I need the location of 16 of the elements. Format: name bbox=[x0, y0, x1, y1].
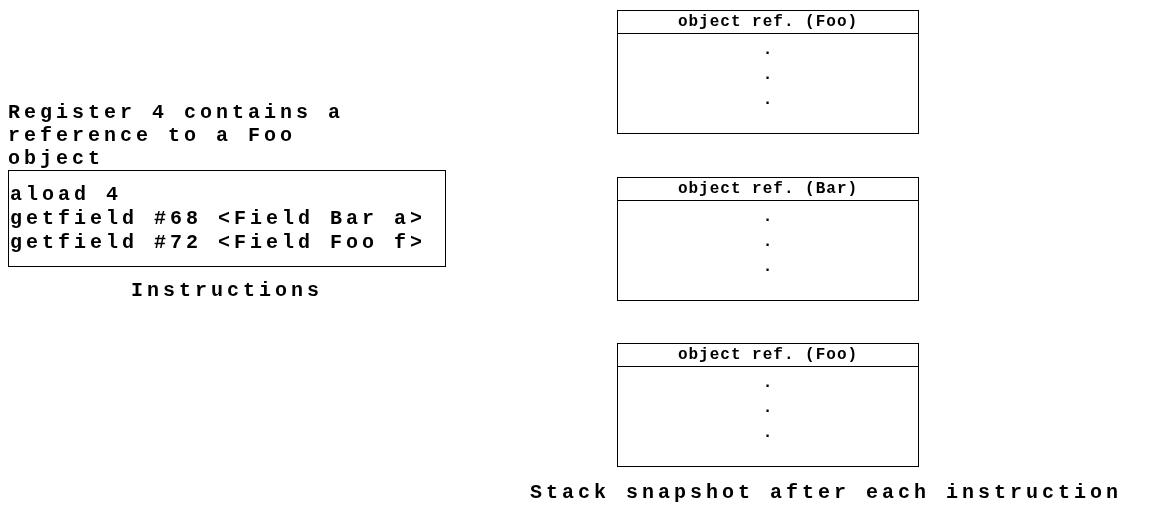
stack-frame bbox=[617, 10, 919, 134]
stack-frame bbox=[617, 177, 919, 301]
ellipsis-dots: . . . bbox=[761, 207, 775, 278]
ellipsis-dots: . . . bbox=[761, 40, 775, 111]
instruction-box bbox=[8, 170, 446, 267]
note-text: Register 4 contains a reference to a Foo object bbox=[8, 101, 346, 170]
ellipsis-dots: . . . bbox=[761, 373, 775, 444]
instruction-line: getfield #72 <Field Foo f> bbox=[10, 231, 428, 255]
stack-header: object ref. (Foo) bbox=[618, 344, 918, 367]
node-label: Instructions bbox=[130, 279, 324, 302]
instruction-line: aload 4 bbox=[10, 183, 123, 207]
stack-frame bbox=[617, 343, 919, 467]
stack-header: object ref. (Foo) bbox=[618, 11, 918, 34]
caption: Stack snapshot after each instruction bbox=[530, 481, 1123, 504]
instruction-line: getfield #68 <Field Bar a> bbox=[10, 207, 428, 231]
stack-header: object ref. (Bar) bbox=[618, 178, 918, 201]
